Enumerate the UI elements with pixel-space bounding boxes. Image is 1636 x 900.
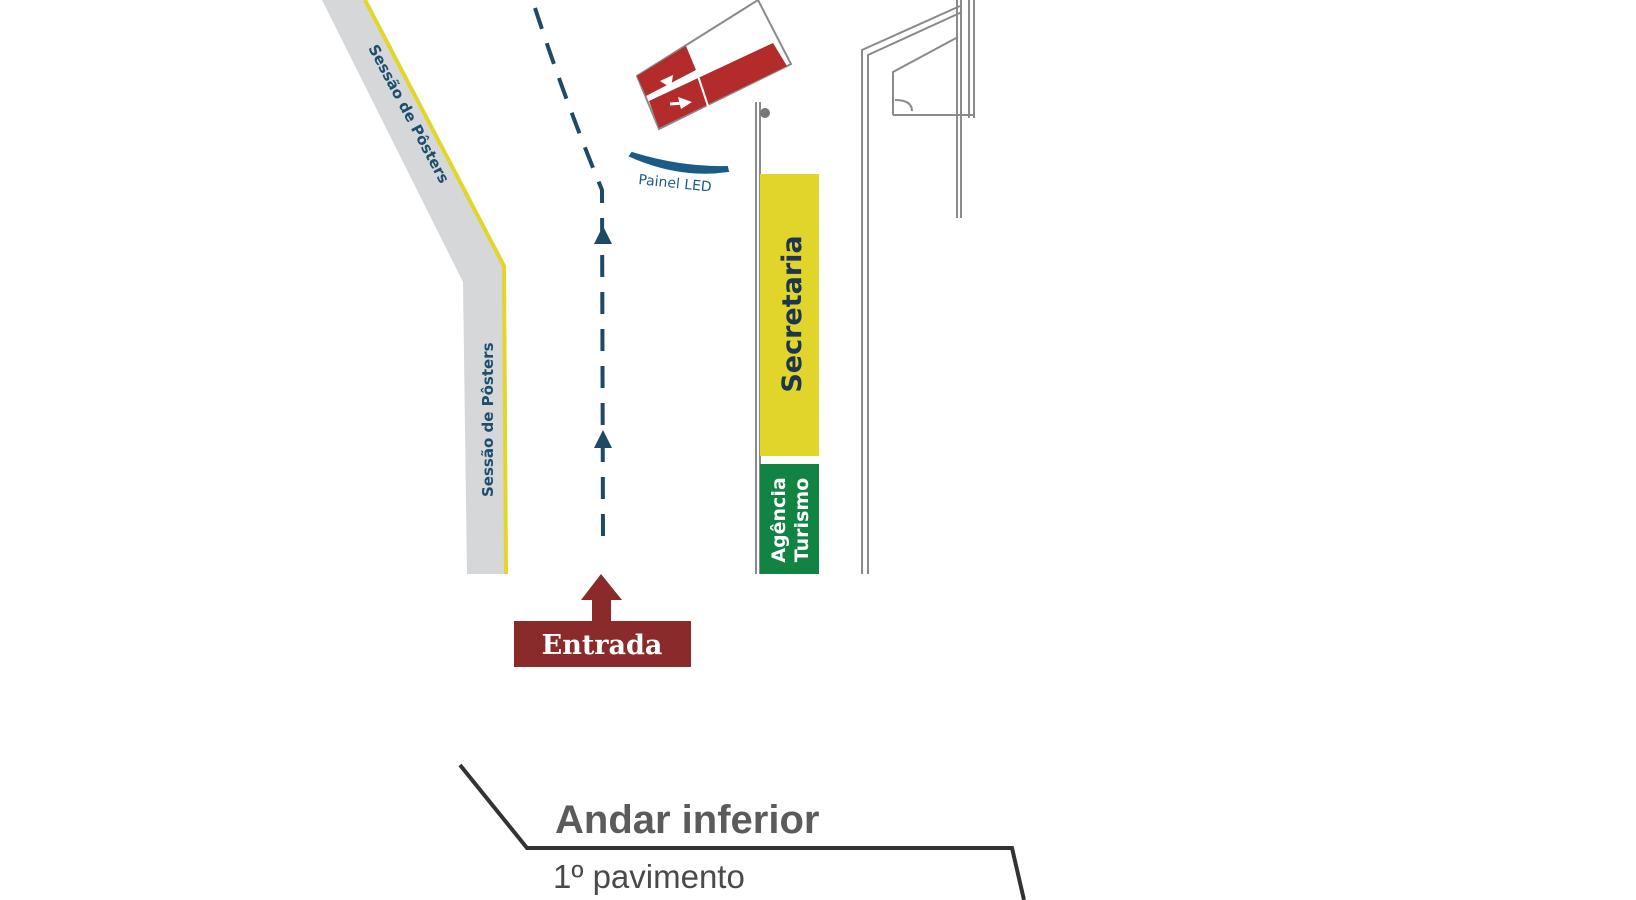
- secretariat-label: Secretaria: [777, 235, 808, 392]
- poster-session-label-lower: Sessão de Pôsters: [479, 342, 497, 497]
- poster-wall-edge: [363, 0, 508, 575]
- elevator-arrows-icon: [660, 75, 692, 109]
- led-panel-shape: [628, 151, 730, 174]
- arrow-up-icon: [594, 430, 612, 448]
- poster-session-wall: [322, 0, 508, 575]
- floor-title: Andar inferior: [555, 798, 819, 842]
- tourism-agency-label-line1: Agência: [768, 477, 790, 562]
- elevator-red-upper: [637, 46, 696, 96]
- entrance-label: Entrada: [542, 630, 663, 661]
- elevator-block: [635, 0, 793, 131]
- led-panel-label: Painel LED: [638, 172, 713, 196]
- elevator-divider: [695, 69, 709, 107]
- path-line: [533, 7, 605, 541]
- walking-path: [533, 7, 612, 541]
- tourism-agency-area: [760, 464, 819, 574]
- arrow-up-icon: [594, 226, 612, 244]
- arrow-up-icon: [581, 574, 622, 622]
- floor-subtitle: 1º pavimento: [553, 858, 745, 895]
- tourism-agency-label-line2: Turismo: [791, 478, 813, 562]
- floor-title-frame: [458, 763, 1026, 900]
- entrance-marker: Entrada: [514, 574, 691, 667]
- secretariat-area: [760, 174, 819, 456]
- entrance-box: [514, 621, 691, 667]
- poster-wall-shape: [322, 0, 506, 574]
- wall-pin: [760, 108, 770, 118]
